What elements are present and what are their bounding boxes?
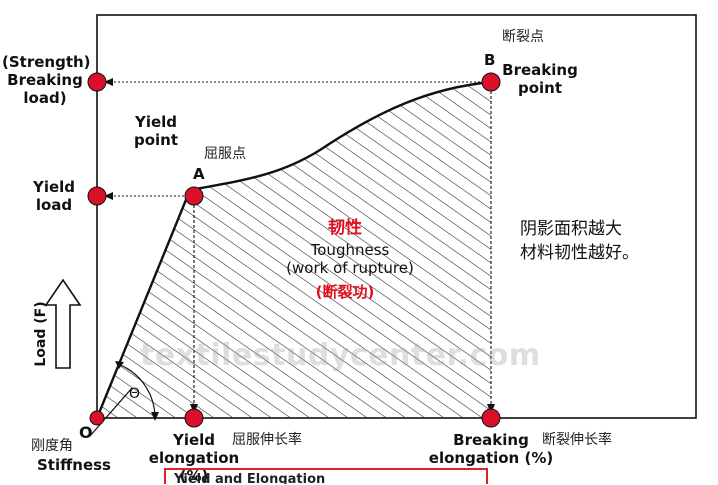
origin-marker (89, 410, 105, 426)
work-of-rupture-cn-label: (断裂功) (315, 283, 375, 301)
area-note-cn-label: 阴影面积越大 材料韧性越好。 (520, 219, 639, 263)
caption-box: Yield and Elongation (164, 468, 488, 484)
yield-load-label: Yield load (32, 178, 76, 214)
breaking-load-marker (87, 72, 107, 92)
point-a-marker (184, 186, 204, 206)
yield-elongation-marker (184, 408, 204, 428)
stiffness-angle-arc (117, 363, 156, 419)
stiffness-pointer (89, 387, 133, 437)
yield-point-label: Yield point (133, 113, 179, 149)
yield-load-marker (87, 186, 107, 206)
load-curve (95, 80, 492, 419)
yield-elongation-cn-label: 屈服伸长率 (232, 432, 302, 448)
point-b-label: B (484, 51, 496, 69)
theta-label: Θ (129, 386, 141, 402)
toughness-area (97, 82, 491, 418)
point-a-label: A (193, 165, 205, 183)
load-axis-arrow-icon (44, 278, 82, 369)
stiffness-cn-label: 刚度角 (31, 438, 73, 454)
breaking-elongation-marker (481, 408, 501, 428)
point-b-marker (481, 72, 501, 92)
breaking-load-arrowhead (104, 78, 113, 86)
toughness-label: Toughness (work of rupture) (286, 241, 414, 277)
origin-label: O (79, 423, 93, 442)
toughness-cn-label: 韧性 (328, 218, 362, 238)
load-axis-label: Load (F) (33, 301, 49, 367)
breaking-elongation-label: Breaking elongation (%) (428, 431, 554, 467)
breaking-point-label: Breaking point (502, 61, 578, 97)
watermark: textilestudycenter.com (140, 338, 541, 373)
stiffness-label: Stiffness (37, 456, 111, 474)
stiffness-arc-arrow-bottom (151, 412, 159, 421)
caption-partial-text: Yield and Elongation (174, 472, 326, 484)
breaking-point-cn-label: 断裂点 (502, 29, 544, 45)
stiffness-arc-arrow-top (115, 361, 124, 369)
breaking-elongation-cn-label: 断裂伸长率 (542, 432, 612, 448)
strength-breaking-load-label: (Strength) Breaking load) (2, 53, 91, 107)
yield-point-cn-label: 屈服点 (204, 146, 246, 162)
yield-load-arrowhead (104, 192, 113, 200)
